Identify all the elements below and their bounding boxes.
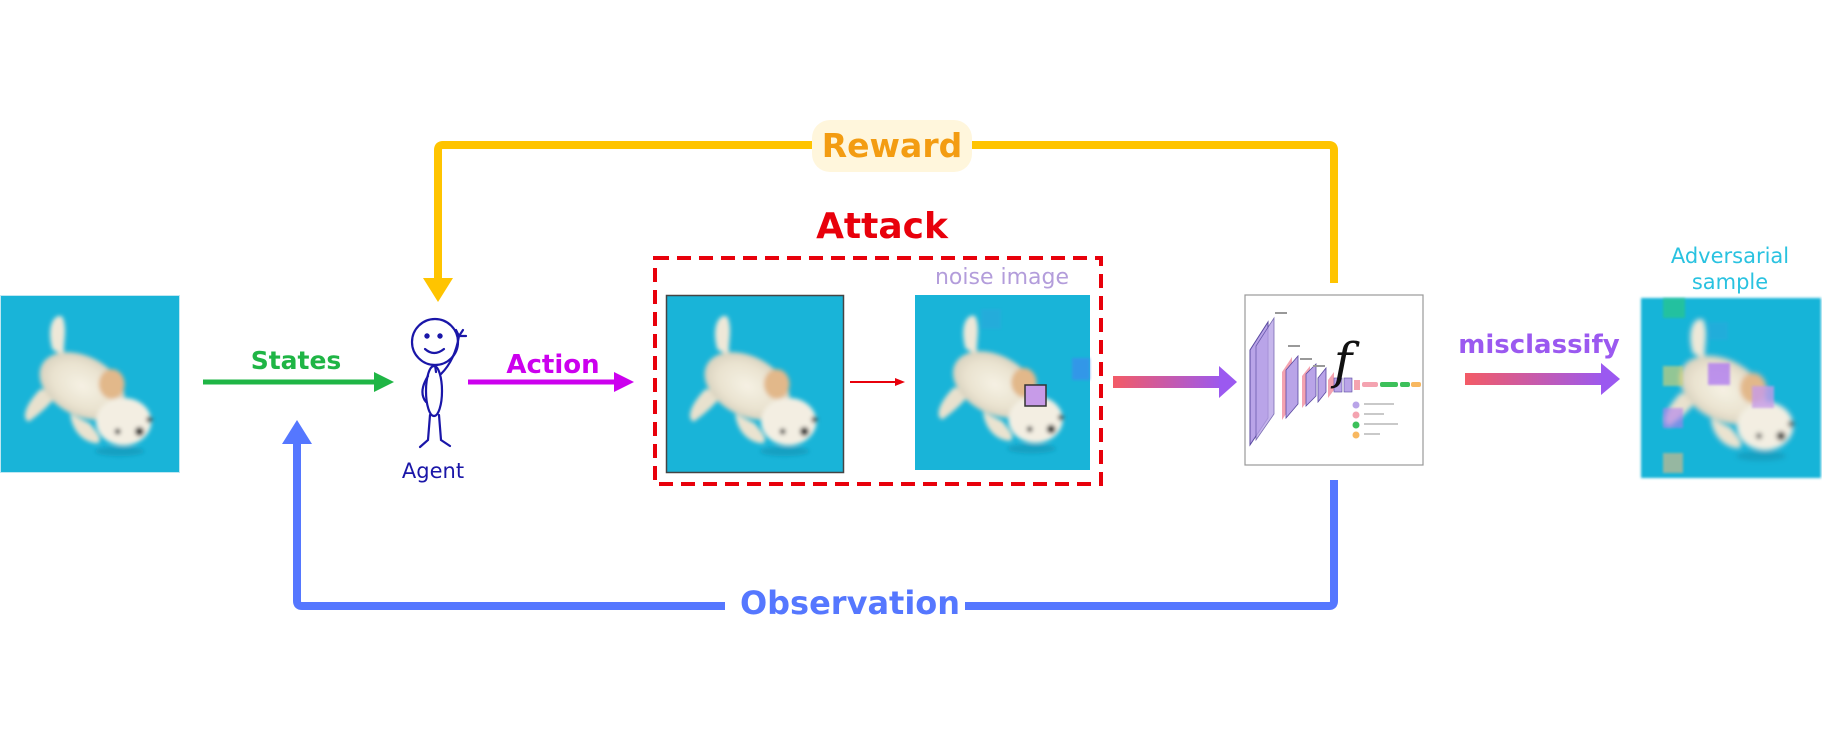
- action-label: Action: [506, 350, 599, 380]
- adversarial-label-line1: Adversarial: [1671, 244, 1789, 268]
- agent-label: Agent: [402, 459, 464, 483]
- observation-label-bg: [725, 585, 965, 629]
- misclassify-arrow: [1465, 363, 1620, 395]
- input-dog-image: [0, 295, 180, 473]
- states-label: States: [251, 346, 342, 375]
- reward-label-bg: [812, 120, 972, 172]
- clean-dog-image: [665, 294, 845, 474]
- misclassify-label: misclassify: [1458, 330, 1620, 360]
- perturb-arrow: [850, 378, 905, 386]
- cnn-architecture-diagram: [1244, 294, 1424, 466]
- observation-label: Observation: [740, 584, 960, 622]
- noise-dog-image: [915, 295, 1090, 470]
- attack-box: [653, 256, 1103, 486]
- noise-image-label: noise image: [935, 265, 1069, 290]
- reward-label: Reward: [822, 126, 962, 165]
- adversarial-dog-image: [1641, 298, 1821, 478]
- adversarial-label-line2: sample: [1692, 270, 1768, 294]
- stick-figure-icon: [410, 317, 468, 449]
- states-arrow: [203, 372, 394, 392]
- attack-label: Attack: [816, 206, 949, 247]
- action-arrow: [468, 372, 634, 392]
- to-model-arrow: [1113, 366, 1237, 398]
